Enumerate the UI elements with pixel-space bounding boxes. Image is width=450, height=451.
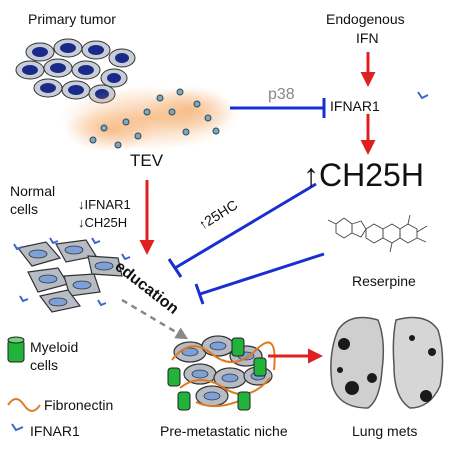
ifnar1-legend-icon bbox=[11, 423, 24, 432]
normal-cells-label-line1: Normal bbox=[10, 183, 56, 199]
down-ch25h-label: ↓CH25H bbox=[78, 215, 128, 230]
pre-metastatic-niche-icon bbox=[167, 335, 276, 411]
ch25h-label: ↑CH25H bbox=[303, 157, 424, 193]
normal-cells-icon bbox=[13, 237, 131, 313]
ifnar1-legend-label: IFNAR1 bbox=[30, 423, 80, 439]
p38-label: p38 bbox=[268, 86, 295, 103]
tumor-cell-cluster-icon bbox=[15, 38, 136, 104]
ifn-label: IFN bbox=[356, 30, 379, 46]
reserpine-label: Reserpine bbox=[352, 273, 416, 289]
endogenous-label: Endogenous bbox=[326, 11, 405, 27]
lung-mets-label: Lung mets bbox=[352, 423, 418, 439]
ch25h-text: CH25H bbox=[319, 157, 424, 193]
primary-tumor-label: Primary tumor bbox=[28, 11, 116, 27]
vesicle-dots-icon bbox=[89, 88, 220, 149]
myeloid-label-line1: Myeloid bbox=[30, 339, 79, 355]
lung-mets-image-icon bbox=[328, 312, 444, 410]
reserpine-inhibition-line bbox=[194, 252, 325, 305]
reserpine-molecule-icon bbox=[327, 214, 428, 253]
tev-inhibits-ifnar1-line bbox=[230, 98, 326, 118]
fibronectin-legend-icon bbox=[7, 398, 41, 412]
ch25h-up-arrow: ↑ bbox=[303, 157, 319, 193]
fibronectin-label: Fibronectin bbox=[44, 397, 114, 413]
tev-label: TEV bbox=[130, 151, 164, 170]
normal-cells-label-line2: cells bbox=[10, 201, 39, 217]
ifnar1-top-label: IFNAR1 bbox=[330, 98, 380, 114]
myeloid-legend-icon bbox=[7, 336, 25, 363]
myeloid-label-line2: cells bbox=[30, 357, 59, 373]
25hc-inhibition-line bbox=[167, 182, 317, 278]
receptor-icon-top bbox=[417, 91, 429, 100]
vesicle-glow-icon bbox=[60, 86, 240, 152]
pre-metastatic-niche-label: Pre-metastatic niche bbox=[160, 423, 288, 439]
education-dashed-arrow bbox=[121, 298, 189, 340]
down-ifnar1-label: ↓IFNAR1 bbox=[78, 197, 131, 212]
